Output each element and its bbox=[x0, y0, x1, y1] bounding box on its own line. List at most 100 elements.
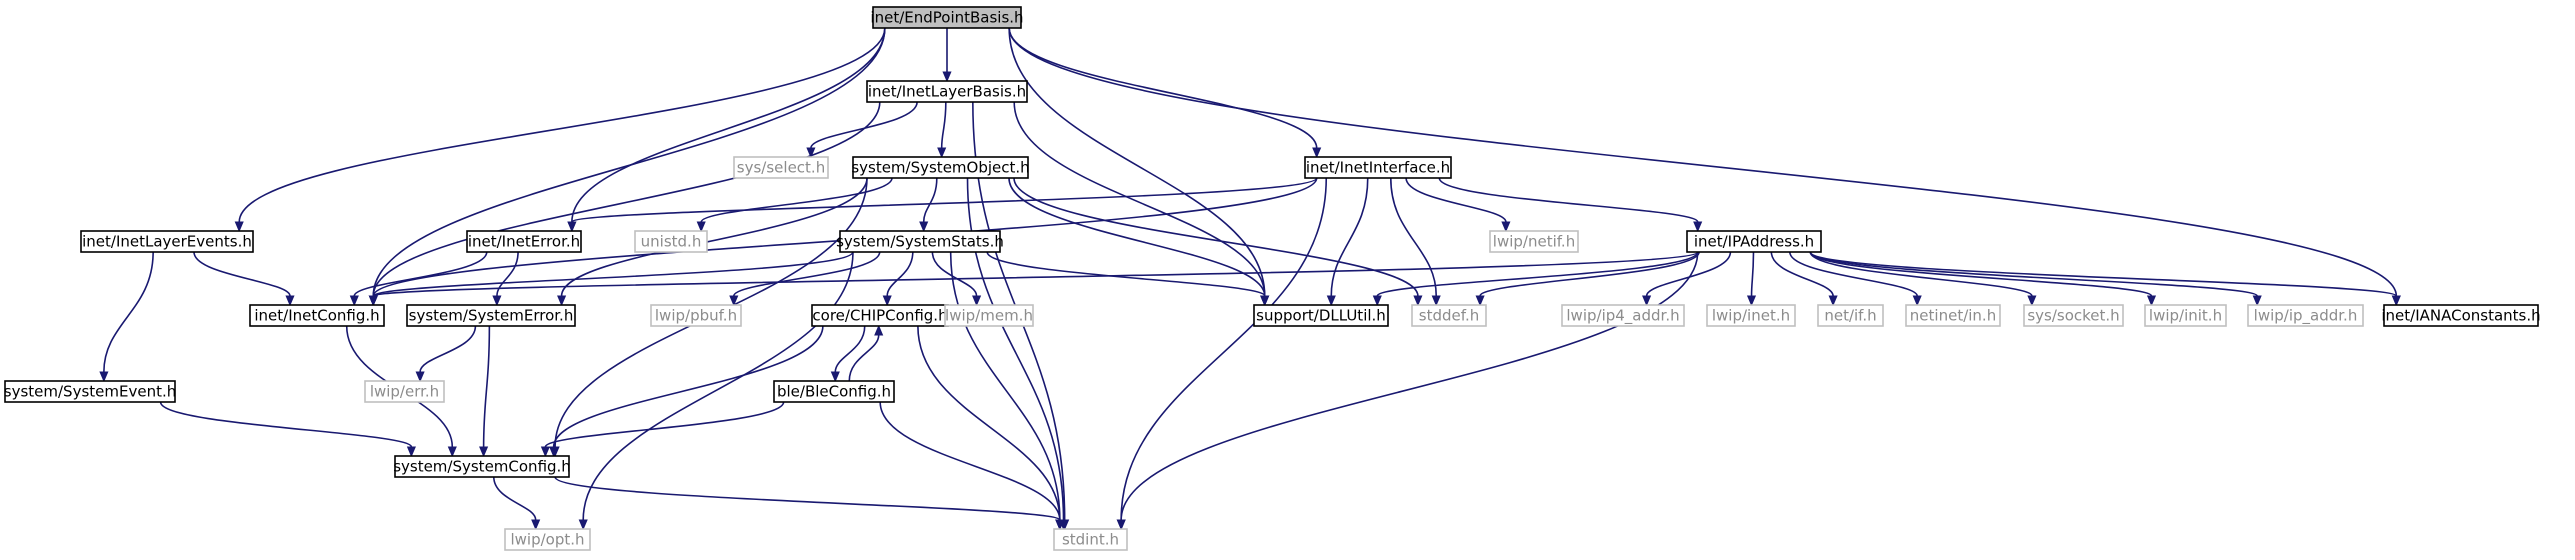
node-inet-inetconfig-h[interactable]: inet/InetConfig.h bbox=[249, 304, 385, 327]
node-system-systemerror-h[interactable]: system/SystemError.h bbox=[406, 304, 576, 327]
edge bbox=[806, 101, 918, 159]
node-inet-ipaddress-h[interactable]: inet/IPAddress.h bbox=[1686, 230, 1822, 253]
edge bbox=[567, 177, 1318, 233]
edge-arrowhead bbox=[942, 71, 952, 83]
node-box bbox=[2144, 304, 2227, 327]
node-inet-inetlayerevents-h[interactable]: inet/InetLayerEvents.h bbox=[80, 230, 254, 253]
node-label: stdint.h bbox=[1062, 531, 1119, 549]
edge-line bbox=[571, 27, 886, 223]
edge-line bbox=[1809, 251, 2033, 297]
edge-line bbox=[554, 476, 1061, 521]
edge-arrowhead bbox=[447, 446, 457, 458]
edge-arrowhead bbox=[406, 446, 416, 458]
edge bbox=[1438, 177, 1703, 233]
edge bbox=[578, 251, 854, 531]
node-unistd-h: unistd.h bbox=[634, 230, 708, 253]
node-label: unistd.h bbox=[641, 233, 702, 251]
edge-line bbox=[986, 251, 1266, 297]
node-box bbox=[80, 230, 254, 253]
edge-line bbox=[419, 325, 477, 373]
edge bbox=[1789, 251, 1922, 307]
node-box bbox=[1489, 230, 1579, 253]
node-inet-ineterror-h[interactable]: inet/InetError.h bbox=[466, 230, 582, 253]
edge-line bbox=[1809, 251, 2258, 297]
node-inet-endpointbasis-h[interactable]: inet/EndPointBasis.h bbox=[870, 6, 1024, 29]
node-system-systemstats-h[interactable]: system/SystemStats.h bbox=[836, 230, 1004, 253]
edge-arrowhead bbox=[1828, 295, 1838, 307]
node-label: lwip/err.h bbox=[370, 383, 439, 401]
edge-line bbox=[159, 401, 413, 448]
edge bbox=[1809, 251, 2157, 307]
edge bbox=[937, 101, 947, 159]
edge bbox=[193, 251, 295, 307]
edge-line bbox=[353, 251, 488, 297]
node-core-chipconfig-h[interactable]: core/CHIPConfig.h bbox=[811, 304, 949, 327]
node-label: lwip/ip_addr.h bbox=[2254, 307, 2358, 326]
edge-line bbox=[1789, 251, 1918, 297]
edge-arrowhead bbox=[1693, 221, 1703, 233]
edge-line bbox=[1405, 177, 1507, 223]
node-label: lwip/inet.h bbox=[1712, 307, 1790, 325]
node-system-systemobject-h[interactable]: system/SystemObject.h bbox=[851, 156, 1030, 179]
node-box bbox=[1411, 304, 1487, 327]
node-inet-inetlayerbasis-h[interactable]: inet/InetLayerBasis.h bbox=[866, 80, 1028, 103]
node-stddef-h: stddef.h bbox=[1411, 304, 1487, 327]
node-label: stddef.h bbox=[1419, 307, 1479, 325]
edge bbox=[1116, 177, 1328, 531]
node-box bbox=[1686, 230, 1822, 253]
edge-arrowhead bbox=[874, 324, 884, 336]
edge-layer bbox=[99, 27, 2401, 531]
node-label: inet/IPAddress.h bbox=[1694, 233, 1814, 251]
edge-arrowhead bbox=[368, 295, 378, 307]
edge-arrowhead bbox=[2391, 295, 2401, 307]
edge bbox=[492, 251, 519, 307]
node-label: inet/EndPointBasis.h bbox=[870, 9, 1023, 27]
node-label: lwip/pbuf.h bbox=[655, 307, 737, 325]
edge-line bbox=[560, 177, 868, 297]
edge-line bbox=[1120, 177, 1328, 521]
node-ble-bleconfig-h[interactable]: ble/BleConfig.h bbox=[773, 380, 895, 403]
node-box bbox=[1706, 304, 1796, 327]
edge-arrowhead bbox=[1431, 295, 1441, 307]
edge-arrowhead bbox=[1912, 295, 1922, 307]
node-box bbox=[866, 80, 1028, 103]
node-box bbox=[733, 156, 829, 179]
edge-arrowhead bbox=[349, 295, 359, 307]
node-box bbox=[2383, 304, 2539, 327]
node-inet-inetinterface-h[interactable]: inet/InetInterface.h bbox=[1304, 156, 1452, 179]
edge-arrowhead bbox=[99, 371, 109, 383]
edge-arrowhead bbox=[972, 295, 982, 307]
edge-line bbox=[1008, 177, 1266, 297]
edge-arrowhead bbox=[567, 221, 577, 233]
edge-arrowhead bbox=[1746, 295, 1757, 307]
edge-line bbox=[1008, 27, 2398, 297]
edge-arrowhead bbox=[937, 147, 947, 159]
node-label: lwip/netif.h bbox=[1493, 233, 1575, 251]
node-inet-ianaconstants-h[interactable]: inet/IANAConstants.h bbox=[2381, 304, 2541, 327]
node-lwip-opt-h: lwip/opt.h bbox=[504, 528, 591, 551]
node-lwip-pbuf-h: lwip/pbuf.h bbox=[650, 304, 742, 327]
edge-line bbox=[1008, 27, 1266, 297]
edge bbox=[368, 251, 1699, 307]
node-lwip-init-h: lwip/init.h bbox=[2144, 304, 2227, 327]
node-system-systemevent-h[interactable]: system/SystemEvent.h bbox=[4, 380, 176, 403]
edge-line bbox=[1809, 251, 2153, 297]
edge-arrowhead bbox=[919, 221, 929, 233]
node-box bbox=[650, 304, 742, 327]
edge-line bbox=[834, 325, 866, 373]
edge-line bbox=[1809, 251, 2398, 297]
node-support-dllutil-h[interactable]: support/DLLUtil.h bbox=[1253, 304, 1389, 327]
edge bbox=[1008, 177, 1270, 307]
node-label: netinet/in.h bbox=[1910, 307, 1996, 325]
edge-line bbox=[372, 101, 881, 297]
node-box bbox=[4, 380, 176, 403]
edge bbox=[1008, 27, 1322, 159]
node-netinet-in-h: netinet/in.h bbox=[1905, 304, 2001, 327]
node-system-systemconfig-h[interactable]: system/SystemConfig.h bbox=[393, 455, 571, 478]
node-label: lwip/mem.h bbox=[945, 307, 1033, 325]
edge-line bbox=[810, 101, 918, 149]
edge bbox=[1746, 251, 1757, 307]
edge-line bbox=[1013, 177, 1419, 297]
node-box bbox=[2023, 304, 2124, 327]
node-lwip-ip-addr-h: lwip/ip_addr.h bbox=[2247, 304, 2364, 327]
